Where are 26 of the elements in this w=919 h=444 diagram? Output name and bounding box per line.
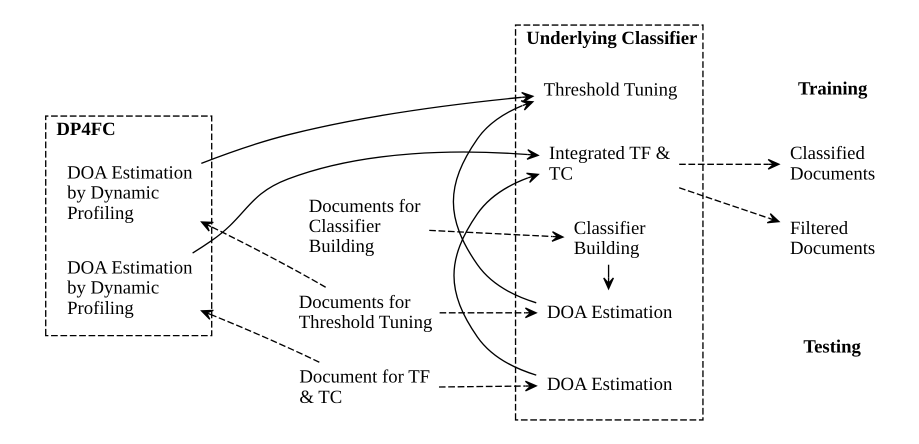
node-text: Filtered Documents xyxy=(789,218,875,259)
arrow xyxy=(200,309,320,362)
arrow xyxy=(678,158,780,170)
label: Testing xyxy=(802,336,860,358)
arrow xyxy=(602,264,614,289)
node-text: Documents for Classifier Building xyxy=(308,196,420,257)
arrow xyxy=(439,306,536,318)
node-text: Threshold Tuning xyxy=(543,79,677,100)
node-text: DOA Estimation xyxy=(546,301,672,322)
arrow xyxy=(200,220,326,288)
label: Training xyxy=(797,78,867,99)
node-text: Classifier Building xyxy=(573,218,646,259)
arrow xyxy=(200,91,533,164)
node-text: DOA Estimation xyxy=(546,374,672,395)
node-text: Document for TF & TC xyxy=(298,366,430,408)
arrow xyxy=(452,100,536,303)
arrow xyxy=(438,380,536,392)
node-text: DOA Estimation by Dynamic Profiling xyxy=(66,162,192,224)
node-text: Integrated TF & TC xyxy=(548,142,670,184)
arrow xyxy=(678,186,780,223)
node-text: Classified Documents xyxy=(789,142,875,184)
node-text: Documents for Threshold Tuning xyxy=(298,291,432,332)
arrow xyxy=(192,148,538,254)
arrow xyxy=(452,172,538,376)
arrow xyxy=(428,229,564,242)
node-text: DOA Estimation by Dynamic Profiling xyxy=(66,257,192,318)
